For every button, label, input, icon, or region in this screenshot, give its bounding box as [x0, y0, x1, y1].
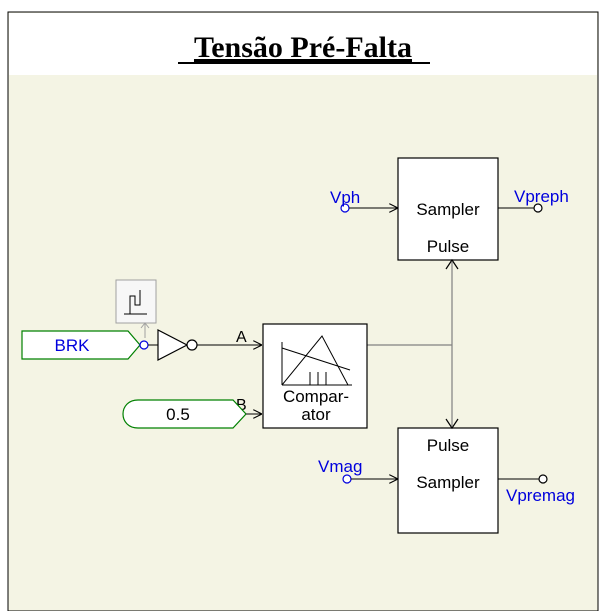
vph-label: Vph	[330, 188, 360, 207]
trigger-arrow	[140, 322, 150, 338]
brk-label: BRK	[55, 336, 91, 355]
comparator-waveform-icon	[281, 335, 352, 386]
page-title: Tensão Pré-Falta	[194, 31, 412, 64]
constant-value: 0.5	[166, 405, 190, 424]
pulse-arrow-down	[445, 418, 459, 430]
vpreph-label: Vpreph	[514, 187, 569, 206]
trigger-icon-box[interactable]	[115, 279, 157, 324]
diagram-frame	[7, 11, 599, 611]
comparator-port-a: A	[236, 329, 247, 346]
sampler-top-block[interactable]	[397, 157, 499, 261]
inverter-gate[interactable]	[157, 329, 189, 361]
title-banner	[9, 13, 597, 75]
sampler-top-line1: Sampler	[416, 200, 480, 219]
pulse-arrow-up	[445, 258, 459, 270]
vmag-label: Vmag	[318, 457, 362, 476]
sampler-bottom-line1: Pulse	[427, 436, 470, 455]
brk-input-tag[interactable]	[21, 330, 141, 360]
vpreph-output-node[interactable]	[533, 203, 543, 213]
vpremag-label: Vpremag	[506, 486, 575, 505]
comparator-block[interactable]	[262, 323, 368, 429]
inverter-bubble	[186, 339, 198, 351]
sampler-bottom-line2: Sampler	[416, 473, 480, 492]
comparator-label-line2: ator	[301, 405, 331, 424]
sampler-bottom-block[interactable]	[397, 427, 499, 534]
sampler-top-line2: Pulse	[427, 237, 470, 256]
vpremag-output-node[interactable]	[538, 474, 548, 484]
brk-node[interactable]	[139, 340, 149, 350]
constant-input-tag[interactable]	[122, 399, 247, 429]
comparator-label-line1: Compar-	[283, 387, 349, 406]
vmag-input-node[interactable]	[342, 474, 352, 484]
comparator-port-b: B	[236, 397, 247, 414]
step-trigger-icon	[124, 290, 147, 315]
